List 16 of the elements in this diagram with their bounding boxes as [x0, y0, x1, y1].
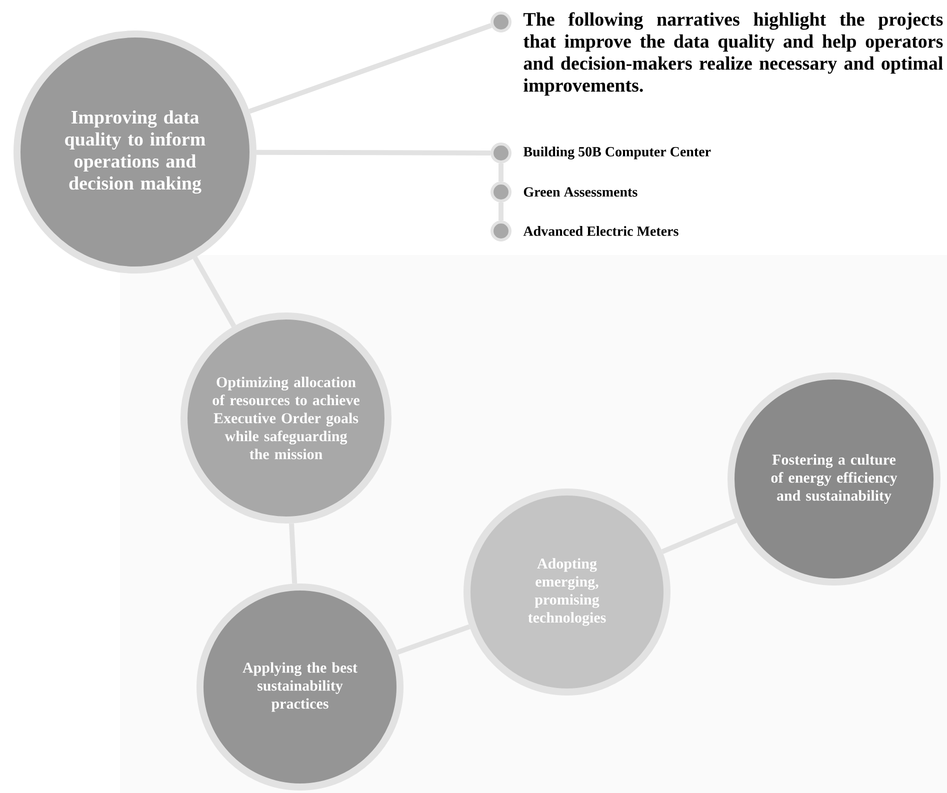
connector-line — [192, 256, 236, 328]
connector-line — [396, 624, 470, 655]
item-label: Advanced Electric Meters — [523, 226, 678, 236]
bullet-dot — [490, 142, 512, 164]
connector-line — [498, 202, 504, 220]
item-label: Green Assessments — [524, 187, 638, 197]
description-text: The following narratives highlight the projects that improve the data quality and help operators and decision-makers realize necessary and optimal improvements. — [524, 12, 943, 96]
connector-line — [498, 164, 504, 182]
bullet-dot — [490, 182, 512, 202]
item-label: Building 50B Computer Center — [523, 146, 711, 160]
connector-line — [248, 23, 492, 114]
connector-line — [661, 518, 737, 554]
bullet-dot — [490, 220, 512, 242]
connector-line — [289, 523, 298, 584]
bullet-dot — [490, 12, 512, 32]
connector-line — [256, 150, 491, 156]
